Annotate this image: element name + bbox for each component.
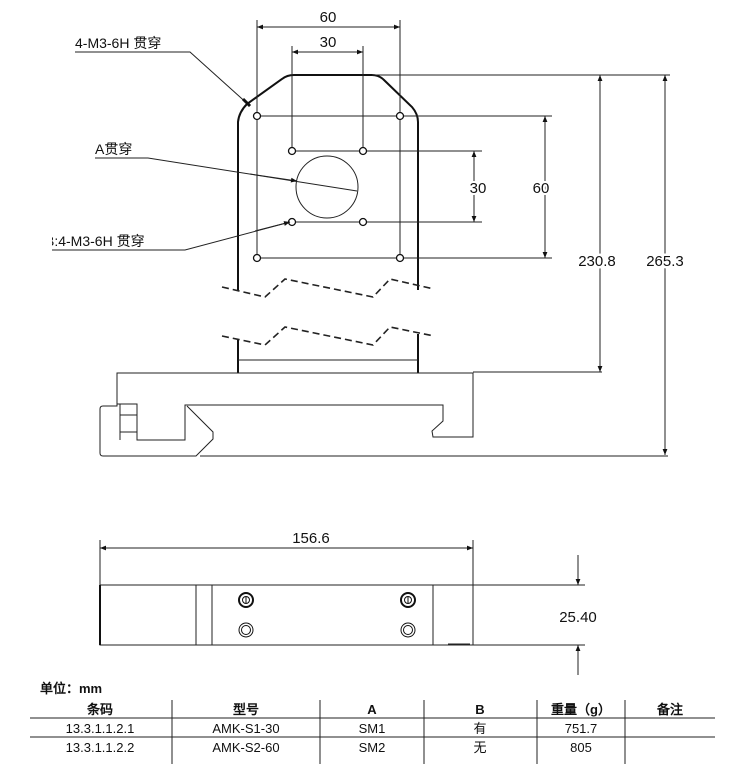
callout-center-hole: A贯穿 — [95, 141, 132, 157]
dim-60-top: 60 — [320, 9, 337, 26]
cell-a: SM1 — [359, 721, 386, 736]
break-line-upper — [221, 278, 435, 298]
header-b: B — [475, 702, 484, 717]
dim-30-side: 30 — [470, 180, 487, 197]
spec-table: 单位：mm 条码 型号 A B 重量（g） 备注 13.3.1.1.2.1 AM… — [30, 681, 715, 764]
base-outline — [116, 372, 474, 441]
cell-weight: 751.7 — [565, 721, 598, 736]
plate-outline — [237, 74, 419, 290]
side-holes — [238, 592, 416, 638]
header-barcode: 条码 — [87, 702, 113, 717]
dim-230-8: 230.8 — [578, 253, 616, 270]
header-weight: 重量（g） — [551, 702, 611, 717]
dim-156-6: 156.6 — [292, 530, 330, 547]
cell-weight: 805 — [570, 740, 592, 755]
break-line-lower — [221, 326, 435, 346]
dim-60-side: 60 — [533, 180, 550, 197]
top-view: 156.6 25.40 — [99, 530, 597, 675]
dim-25-40: 25.40 — [559, 609, 597, 626]
cell-barcode: 13.3.1.1.2.1 — [66, 721, 135, 736]
unit-label: 单位：mm — [40, 681, 102, 696]
cell-model: AMK-S2-60 — [212, 740, 279, 755]
cell-b: 有 — [473, 721, 486, 736]
cell-model: AMK-S1-30 — [212, 721, 279, 736]
header-a: A — [367, 702, 377, 717]
table-row: 13.3.1.1.2.2 AMK-S2-60 SM2 无 805 — [66, 740, 592, 755]
center-hole — [295, 155, 359, 219]
dim-30-top: 30 — [320, 34, 337, 51]
header-model: 型号 — [233, 702, 259, 717]
dim-265-3: 265.3 — [646, 253, 684, 270]
callout-inner-holes: B:4-M3-6H 贯穿 — [45, 233, 145, 249]
callout-top-holes: 4-M3-6H 贯穿 — [75, 35, 161, 51]
table-row: 13.3.1.1.2.1 AMK-S1-30 SM1 有 751.7 — [66, 721, 598, 736]
front-view: 60 30 30 60 230.8 265.3 4-M3-6H 贯穿 A贯穿 B… — [45, 9, 686, 457]
cell-a: SM2 — [359, 740, 386, 755]
header-notes: 备注 — [656, 702, 683, 717]
cell-barcode: 13.3.1.1.2.2 — [66, 740, 135, 755]
table-header: 条码 型号 A B 重量（g） 备注 — [87, 702, 683, 717]
cell-b: 无 — [473, 740, 486, 755]
mounting-holes — [252, 111, 405, 263]
